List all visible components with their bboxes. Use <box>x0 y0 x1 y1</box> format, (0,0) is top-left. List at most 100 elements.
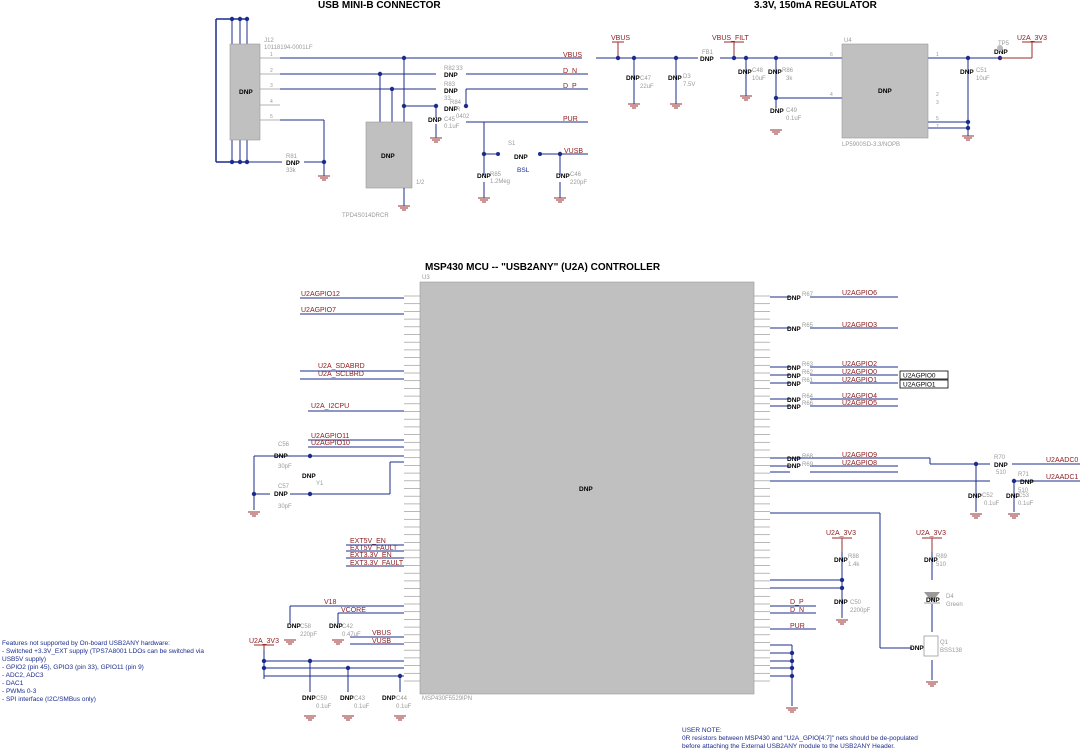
c45-dnp: DNP <box>428 117 442 124</box>
svg-text:4: 4 <box>270 99 273 105</box>
c50-value: 2200pF <box>850 608 871 614</box>
net-u2agpio6: U2AGPIO6 <box>842 290 877 297</box>
y1-dnp: DNP <box>302 473 316 480</box>
c59-ref: C59 <box>316 696 328 702</box>
svg-text:7: 7 <box>936 124 939 130</box>
net-v18: V18 <box>324 599 337 606</box>
r89-dnp: DNP <box>924 557 938 564</box>
ground-symbols-top <box>318 95 974 211</box>
r71-dnp: DNP <box>1020 479 1034 486</box>
esd-protection-ic: DNP TPD4S014DRCR 1/2 <box>342 121 425 219</box>
d3-dnp: DNP <box>668 75 682 82</box>
net-u2a-3v3-r2: U2A_3V3 <box>916 530 946 537</box>
mcu-left-wiring <box>251 297 404 692</box>
net-vbus-pwr: VBUS <box>611 35 630 42</box>
r68-dnp: DNP <box>787 456 801 463</box>
u4-value: LP5900SD-3.3/NOPB <box>842 142 900 148</box>
features-note-line-0: Features not supported by On-board USB2A… <box>2 640 170 647</box>
regulator-title: 3.3V, 150mA REGULATOR <box>754 0 878 11</box>
s1-ref: S1 <box>508 141 516 147</box>
r64-ref: R64 <box>802 394 814 400</box>
u3-ref: U3 <box>422 275 430 281</box>
net-ext3v3-en: EXT3.3V_EN <box>350 552 392 559</box>
r85-ref: R85 <box>490 172 502 178</box>
regulator-components: DNP C47 22uF DNP D3 7.5V FB1 DNP DNP C48… <box>626 38 1010 148</box>
c58-dnp: DNP <box>287 623 301 630</box>
net-u2a-sclbrd: U2A_SCLBRD <box>318 371 364 378</box>
svg-text:2: 2 <box>936 92 939 98</box>
net-u2agpio2: U2AGPIO2 <box>842 361 877 368</box>
header-label-gpio0: U2AGPIO0 <box>903 373 936 380</box>
c49-ref: C49 <box>786 108 798 114</box>
r67-dnp: DNP <box>787 295 801 302</box>
c48-dnp: DNP <box>738 69 752 76</box>
c49-dnp: DNP <box>770 108 784 115</box>
c51-value: 10uF <box>976 76 990 82</box>
r83-value: 33 <box>444 96 451 102</box>
d4-dnp: DNP <box>926 597 940 604</box>
r81-ref: R81 <box>286 154 298 160</box>
c51-ref: C51 <box>976 68 988 74</box>
c44-value: 0.1uF <box>396 704 412 710</box>
net-u2a-i2cpu: U2A_I2CPU <box>311 403 349 410</box>
features-note-line-5: - DAC1 <box>2 680 24 687</box>
net-u2a-3v3-top: U2A_3V3 <box>1017 35 1047 42</box>
net-u2agpio4: U2AGPIO4 <box>842 393 877 400</box>
tpd-ref: TPD4S014DRCR <box>342 213 389 219</box>
c44-dnp: DNP <box>382 695 396 702</box>
c43-value: 0.1uF <box>354 704 370 710</box>
r62-ref: R62 <box>802 370 814 376</box>
net-u2agpio1: U2AGPIO1 <box>842 377 877 384</box>
c58-ref: C58 <box>300 624 312 630</box>
tpd-dnp: DNP <box>381 153 395 160</box>
net-u2agpio9: U2AGPIO9 <box>842 452 877 459</box>
r84-ref: R84 <box>450 100 462 106</box>
r89-ref: R89 <box>936 554 948 560</box>
r82-ref: R82 <box>444 66 456 72</box>
c59-value: 0.1uF <box>316 704 332 710</box>
net-u2agpio8: U2AGPIO8 <box>842 460 877 467</box>
net-u2a-3v3-left: U2A_3V3 <box>249 638 279 645</box>
r71-value: 510 <box>1018 488 1029 494</box>
r84-dnp: DNP <box>444 106 458 113</box>
net-vcore: VCORE <box>341 607 366 614</box>
c52-ref: C52 <box>982 493 994 499</box>
svg-text:6: 6 <box>830 52 833 58</box>
c57-dnp: DNP <box>274 491 288 498</box>
r86-dnp: DNP <box>768 69 782 76</box>
mcu-title: MSP430 MCU -- "USB2ANY" (U2A) CONTROLLER <box>425 262 661 273</box>
c50-dnp: DNP <box>834 599 848 606</box>
d3-value: 7.5V <box>683 82 695 88</box>
net-u2aadc1: U2AADC1 <box>1046 474 1078 481</box>
c47-ref: C47 <box>640 76 652 82</box>
u4-ref: U4 <box>844 38 852 44</box>
r86-value: 3k <box>786 76 793 82</box>
c42-value: 0.47uF <box>342 632 361 638</box>
c53-value: 0.1uF <box>1018 501 1034 507</box>
user-note-line-1: 0R resistors between MSP430 and "U2A_GPI… <box>682 735 918 742</box>
user-note-line-2: before attaching the External USB2ANY mo… <box>682 743 895 750</box>
crystal-components: C56 DNP 30pF DNP Y1 C57 DNP 30pF <box>248 442 324 517</box>
s1-label: BSL <box>517 167 530 174</box>
features-note-line-7: - SPI interface (I2C/SMBus only) <box>2 696 96 703</box>
c46-dnp: DNP <box>556 173 570 180</box>
r65-ref: R65 <box>802 323 814 329</box>
power-decoupling-left: DNP C58 220pF DNP C42 0.47uF DNP C59 0.1… <box>284 623 412 721</box>
c43-dnp: DNP <box>340 695 354 702</box>
svg-text:1: 1 <box>270 52 273 58</box>
r71-ref: R71 <box>1018 472 1030 478</box>
right-series-resistors: DNP R67 DNP R65 DNP R63 DNP R62 DNP R61 … <box>787 292 814 470</box>
c52-dnp: DNP <box>968 493 982 500</box>
svg-text:3: 3 <box>936 100 939 106</box>
c42-ref: C42 <box>342 624 354 630</box>
svg-text:3: 3 <box>270 83 273 89</box>
resistors-usb-data: R82 33 DNP R83 DNP 33 R84 DNP R 0402 R81… <box>286 66 470 174</box>
q1-ref: Q1 <box>940 640 949 646</box>
c44-ref: C44 <box>396 696 408 702</box>
r83-dnp: DNP <box>444 88 458 95</box>
r67-ref: R67 <box>802 292 814 298</box>
c53-dnp: DNP <box>1006 493 1020 500</box>
net-d-n: D_N <box>563 68 577 75</box>
c56-ref: C56 <box>278 442 290 448</box>
